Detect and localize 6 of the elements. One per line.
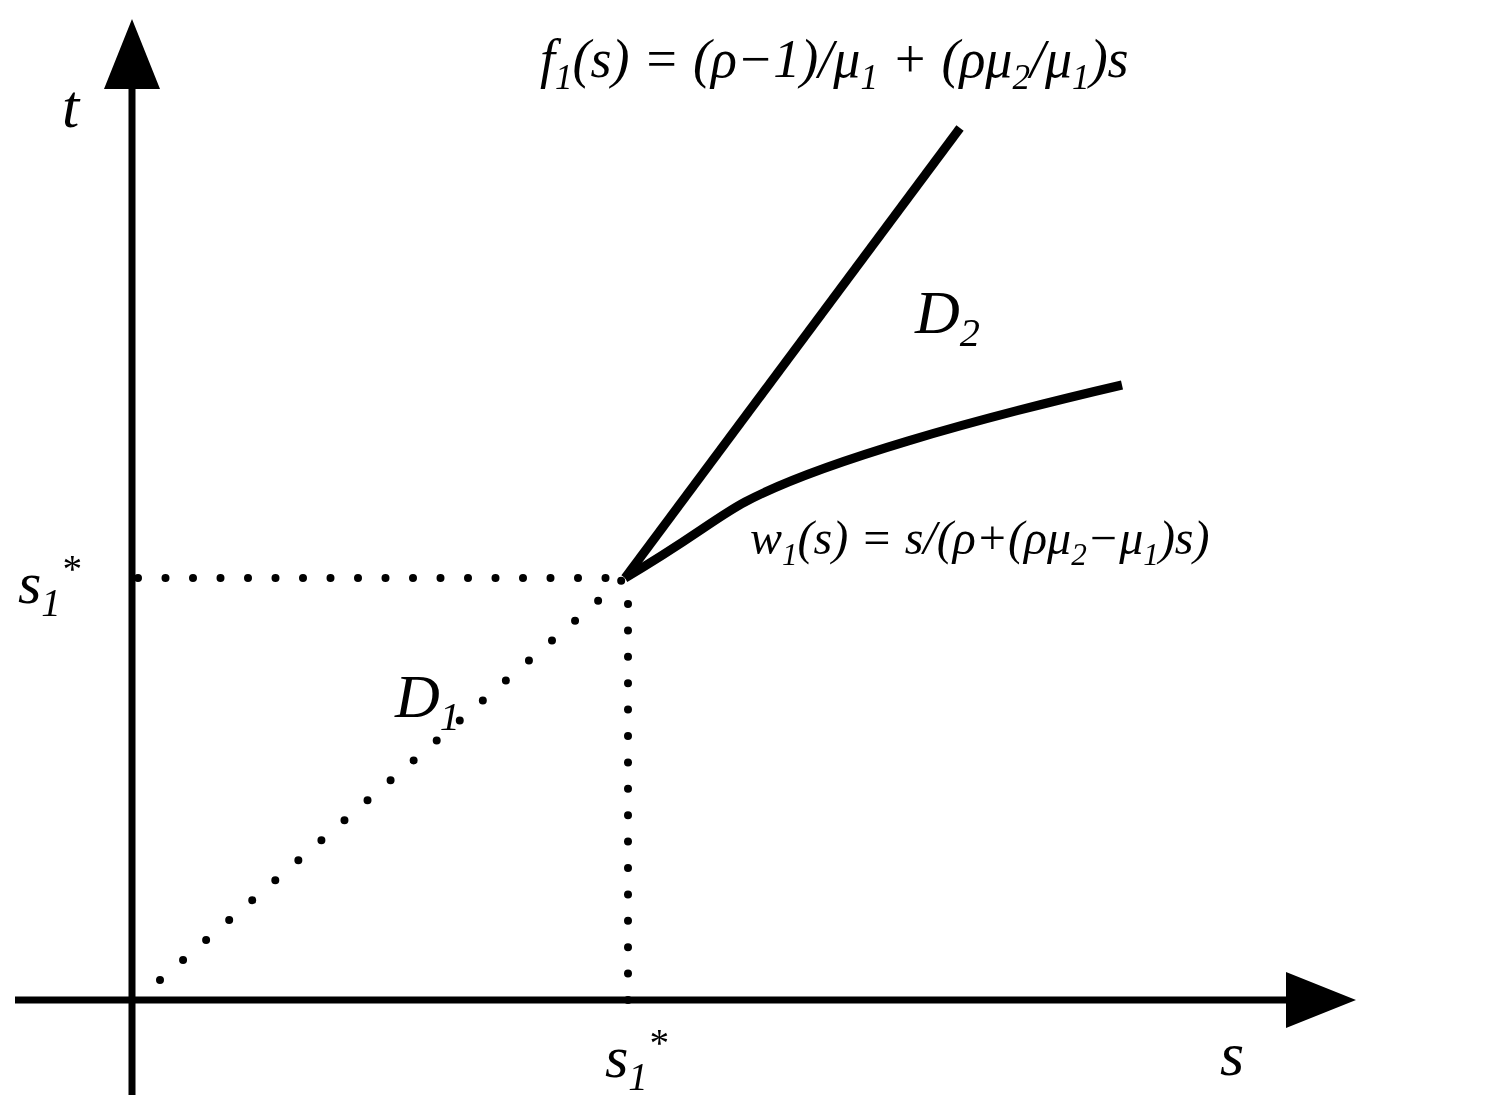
region-label: D$_{2}$ <box>915 278 980 356</box>
axis-label: s <box>1220 1020 1245 1089</box>
region-label: D$_{1}$ <box>395 662 460 740</box>
formula-label: w$_{1}$(s) = s/(ρ+(ρμ$_{2}$−μ$_{1}$)s) <box>750 512 1210 572</box>
axis-label: t <box>62 72 80 141</box>
formula-label: f$_{1}$(s) = (ρ−1)/μ$_{1}$ + (ρμ$_{2}$/μ$_{1}$)s <box>540 30 1129 98</box>
